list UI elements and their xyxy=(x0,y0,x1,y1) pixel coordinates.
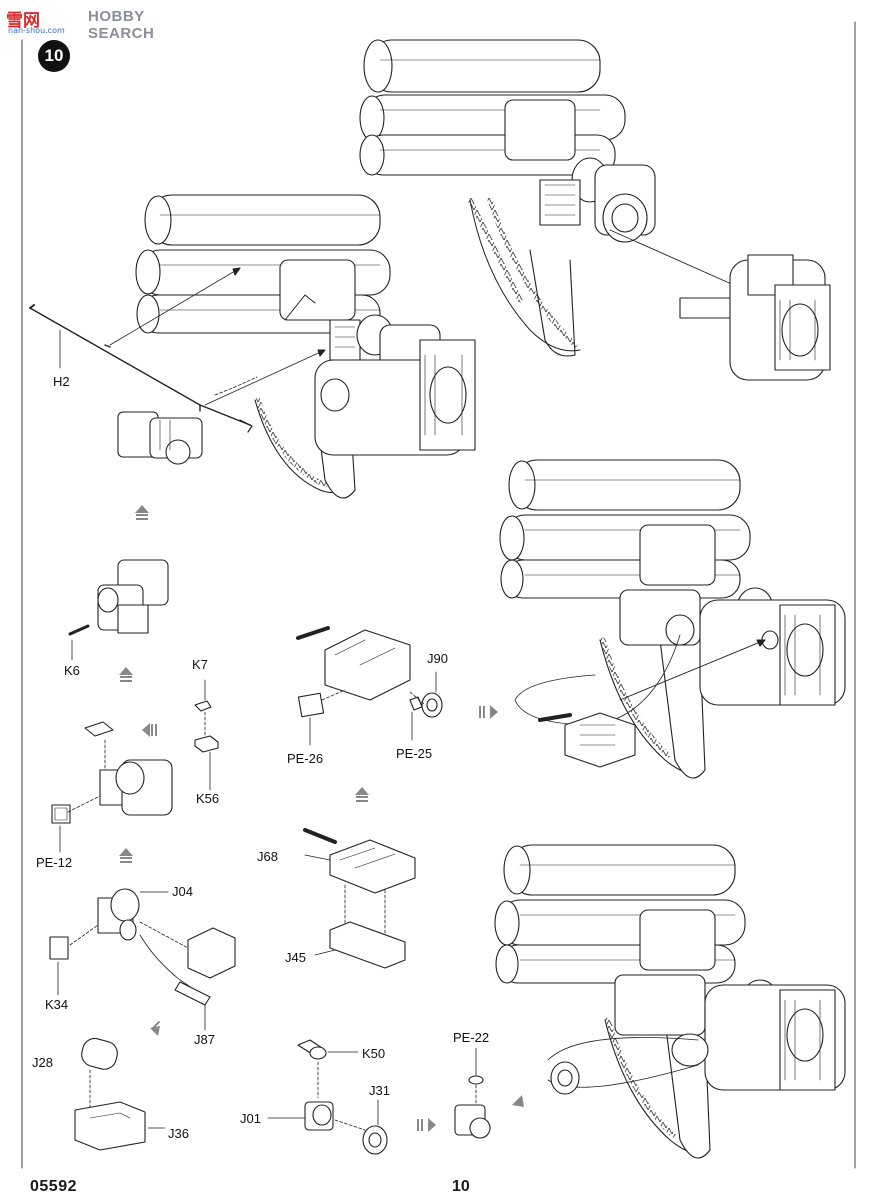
label-j31: J31 xyxy=(369,1083,390,1098)
part-motor-top xyxy=(117,411,203,465)
arrow-up-2 xyxy=(119,667,133,682)
label-k56: K56 xyxy=(196,791,220,806)
label-j04: J04 xyxy=(172,884,193,899)
label-k34: K34 xyxy=(45,997,69,1012)
watermark-logo: 雪网 xyxy=(6,11,40,30)
gun-assembly-middle xyxy=(499,459,846,779)
arrow-right-1 xyxy=(479,705,498,719)
label-j01: J01 xyxy=(240,1111,261,1126)
part-h2-rod xyxy=(29,267,326,433)
label-j36: J36 xyxy=(168,1126,189,1141)
arrow-diag-2 xyxy=(512,1095,524,1107)
label-pe22: PE-22 xyxy=(453,1030,490,1045)
product-code: 05592 xyxy=(30,1178,77,1195)
step-number-badge: 10 xyxy=(38,40,70,72)
gun-assembly-top xyxy=(359,39,831,381)
arrow-diag-1 xyxy=(150,1020,161,1036)
arrow-up-3 xyxy=(119,848,133,863)
label-j90: J90 xyxy=(427,651,448,666)
label-j28: J28 xyxy=(32,1055,53,1070)
label-pe25: PE-25 xyxy=(396,746,433,761)
part-pe22-assembly xyxy=(454,1047,491,1139)
label-k50: K50 xyxy=(362,1046,386,1061)
part-k50-j01-j31 xyxy=(267,1039,388,1155)
label-j45: J45 xyxy=(285,950,306,965)
gun-assembly-bottom xyxy=(494,844,846,1159)
part-pe12-assembly xyxy=(51,721,173,853)
arrow-up-4 xyxy=(355,787,369,802)
label-j68: J68 xyxy=(257,849,278,864)
watermark-text: HOBBY SEARCH xyxy=(88,8,155,42)
part-j68-j45 xyxy=(303,828,416,969)
page-number: 10 xyxy=(452,1178,470,1195)
part-j04-assembly xyxy=(49,888,236,1031)
arrow-up-1 xyxy=(135,505,149,520)
arrow-right-2 xyxy=(417,1118,436,1132)
part-j28-j36 xyxy=(74,1037,166,1151)
label-pe12: PE-12 xyxy=(36,855,73,870)
label-h2: H2 xyxy=(53,374,70,389)
watermark: 雪网 HOBBY SEARCH nan-shou.com xyxy=(2,2,172,42)
label-k6: K6 xyxy=(64,663,80,678)
label-k7: K7 xyxy=(192,657,208,672)
watermark-url: nan-shou.com xyxy=(8,26,65,35)
arrow-left-1 xyxy=(142,723,157,737)
part-k6-motor xyxy=(68,559,169,661)
label-j87: J87 xyxy=(194,1032,215,1047)
label-pe26: PE-26 xyxy=(287,751,324,766)
part-k7-k56-clip xyxy=(194,679,219,791)
part-breech-j90 xyxy=(296,626,443,746)
gun-assembly-left xyxy=(135,194,476,499)
